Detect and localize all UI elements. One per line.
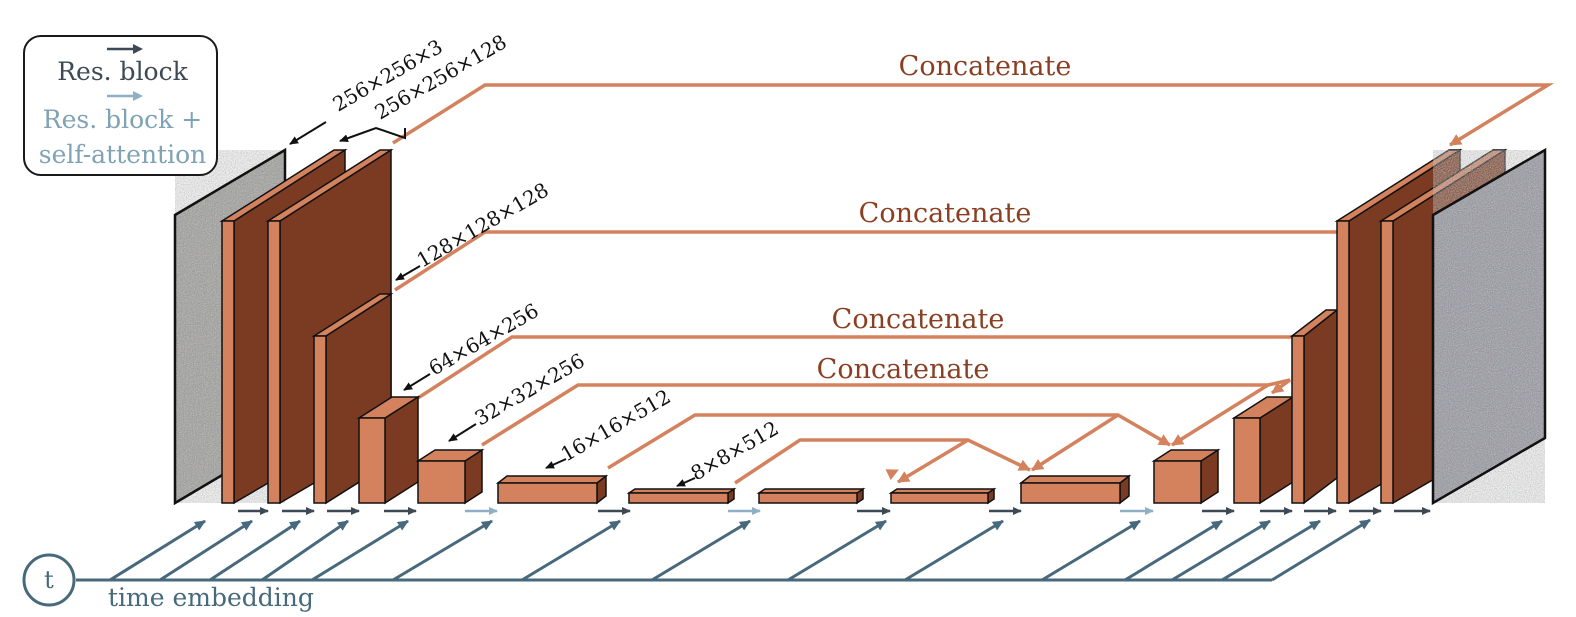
legend-res-attn-line2: self-attention (38, 140, 207, 169)
skip-line-5 (607, 413, 1171, 470)
dim-label-64x64x256: 64×64×256 (425, 298, 543, 380)
dim-label-8x8x512: 8×8×512 (687, 416, 783, 485)
dim-label-128x128x128: 128×128×128 (413, 178, 553, 273)
decoder-block-1 (1018, 474, 1132, 505)
time-embedding-label: time embedding (108, 583, 314, 612)
dim-label-16x16x512: 16×16×512 (557, 384, 675, 466)
decoder-block-3 (1231, 395, 1296, 505)
skip-connections (392, 83, 1555, 485)
legend-res-block: Res. block (57, 57, 188, 86)
bottleneck-block-1 (626, 487, 737, 505)
decoder-block-4 (1289, 308, 1340, 505)
legend-res-attn-line1: Res. block + (42, 105, 203, 134)
bottleneck-block-3 (888, 487, 997, 505)
encoder-block-5 (415, 448, 485, 505)
time-node (22, 553, 76, 607)
bottleneck-block-2 (756, 487, 866, 505)
skip-line-1 (392, 83, 1555, 147)
skip-line-6 (734, 438, 1031, 485)
concat-label-1: Concatenate (899, 51, 1072, 82)
encoder-block-6 (495, 474, 609, 505)
dimension-arrows (289, 121, 696, 487)
decoder-block-2 (1151, 448, 1221, 505)
legend: Res. block Res. block + self-attention (23, 35, 218, 176)
time-node-label: t (44, 566, 54, 594)
time-embedding-lines (76, 518, 1371, 582)
encoder-block-4 (356, 395, 421, 505)
skip-line-7 (885, 469, 899, 481)
skip-line-2 (394, 230, 1338, 292)
output-image (1431, 147, 1547, 506)
concat-label-2: Concatenate (859, 198, 1032, 229)
skip-line-3 (417, 335, 1295, 400)
skip-arrowheads (897, 383, 1269, 484)
concat-label-3: Concatenate (832, 304, 1005, 335)
legend-dark-arrow-icon (107, 44, 143, 54)
concat-label-4: Concatenate (817, 354, 990, 385)
legend-light-arrow-icon (107, 91, 143, 101)
